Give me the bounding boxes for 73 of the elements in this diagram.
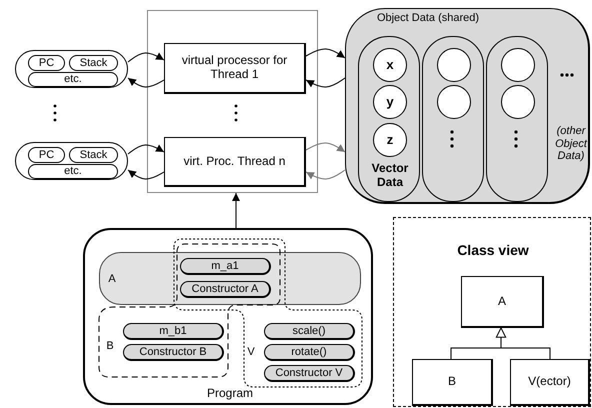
- register-pill: [28, 72, 118, 87]
- node-label: etc.: [64, 73, 82, 86]
- program-container: [83, 228, 373, 405]
- processor-box: [164, 137, 306, 187]
- member-pill: [264, 323, 355, 340]
- arrow: [232, 192, 240, 228]
- data-circle: [501, 85, 535, 119]
- data-column: [358, 36, 420, 202]
- register-pill: [28, 147, 65, 163]
- class-box: [412, 359, 493, 406]
- member-pill: [180, 281, 271, 298]
- processor-box: [164, 43, 306, 94]
- node-label: Constructor V: [275, 366, 343, 380]
- thread-context-pill: [15, 50, 128, 88]
- node-label: (other Object Data): [554, 125, 588, 163]
- node-label: Vector Data: [370, 162, 410, 190]
- node-label: V(ector): [528, 375, 571, 389]
- object-data-container: [345, 8, 590, 204]
- arrow: [306, 78, 346, 88]
- node-label: etc.: [64, 165, 82, 178]
- register-pill: [69, 147, 118, 163]
- node-label: PC: [38, 56, 54, 70]
- node-label: B: [448, 375, 456, 389]
- node-label: rotate(): [291, 346, 327, 358]
- node-label: Constructor A: [192, 282, 258, 296]
- member-pill: [123, 323, 224, 340]
- node-label: y: [386, 94, 394, 110]
- node-label: B: [105, 340, 115, 353]
- node-label: m_b1: [159, 324, 187, 338]
- data-circle: [373, 123, 407, 157]
- virtual-machine-frame: [147, 10, 318, 193]
- node-label: A: [107, 273, 117, 286]
- data-column: [486, 36, 548, 202]
- node-label: virt. Proc. Thread n: [184, 154, 286, 168]
- arrow: [128, 170, 164, 180]
- arrow: [306, 142, 346, 152]
- data-circle: [373, 85, 407, 119]
- data-circle: [437, 48, 471, 82]
- member-pill: [180, 258, 271, 275]
- node-label: virtual processor for Thread 1: [180, 54, 288, 82]
- class-view-panel: [393, 217, 591, 407]
- node-label: Constructor B: [139, 346, 207, 358]
- class-box: [461, 276, 544, 328]
- node-label: A: [498, 294, 506, 308]
- data-circle: [373, 48, 407, 82]
- node-label: PC: [38, 148, 54, 162]
- thread-context-pill: [15, 142, 128, 180]
- node-label: Stack: [80, 148, 108, 162]
- register-pill: [28, 55, 65, 71]
- node-label: z: [386, 132, 394, 148]
- arrow: [306, 48, 346, 58]
- member-pill: [123, 344, 224, 361]
- register-pill: [69, 55, 118, 71]
- arrow: [128, 78, 164, 88]
- node-label: scale(): [292, 324, 326, 338]
- class-box: [510, 359, 590, 406]
- arrow: [306, 170, 346, 180]
- node-label: x: [386, 58, 394, 72]
- register-pill: [28, 164, 118, 179]
- member-pill: [264, 365, 355, 382]
- arrow: [128, 52, 164, 62]
- node-label: Program: [206, 387, 254, 401]
- data-circle: [501, 48, 535, 82]
- node-label: m_a1: [211, 260, 239, 272]
- data-circle: [437, 85, 471, 119]
- node-label: V: [246, 346, 256, 359]
- node-label: Stack: [80, 56, 108, 70]
- data-column: [422, 36, 484, 202]
- heading: Object Data (shared): [376, 12, 480, 25]
- inheritance-arrow: [496, 328, 550, 360]
- member-pill: [264, 344, 355, 361]
- heading: Class view: [456, 242, 530, 258]
- arrow: [128, 144, 164, 154]
